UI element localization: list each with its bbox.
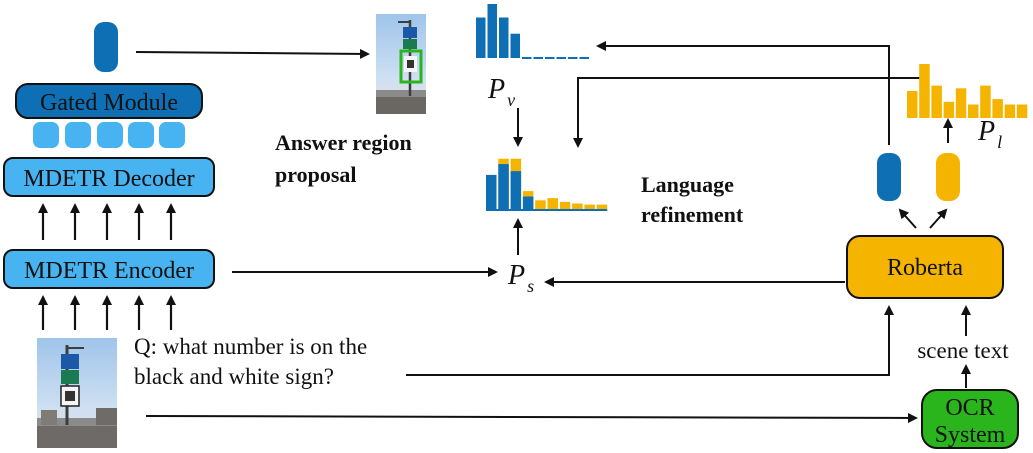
- mdetr-decoder-label: MDETR Decoder: [23, 166, 194, 192]
- ocr-label-line1: OCR: [945, 395, 994, 421]
- roberta-output-token-blue: [877, 153, 901, 201]
- encoder-to-decoder-arrows: [38, 203, 176, 240]
- ps-language-bar: [596, 204, 608, 210]
- pl-bar: [955, 88, 967, 118]
- decoder-output-token: [159, 122, 185, 148]
- pl-to-ps-arrow: [573, 77, 922, 148]
- ocr-system-box: [921, 389, 1019, 449]
- ps-visual-bar: [522, 196, 534, 210]
- ps-distribution: [486, 158, 608, 211]
- pl-bar: [919, 64, 930, 118]
- pl-bar: [1004, 104, 1016, 118]
- ps-visual-bar: [486, 174, 497, 210]
- roberta-label: Roberta: [887, 255, 963, 281]
- answer-region-image: [376, 14, 426, 114]
- roberta-output-token-yellow: [936, 153, 960, 201]
- answer-region-label-line2: proposal: [275, 162, 357, 187]
- image-to-ocr-arrow: [145, 412, 918, 423]
- pl-bar: [992, 99, 1003, 118]
- question-to-roberta-arrow: [406, 305, 894, 376]
- pl-bar: [980, 85, 991, 118]
- pl-bar: [907, 91, 918, 118]
- roberta-to-pv-arrow: [596, 41, 890, 145]
- pv-bar: [499, 17, 509, 58]
- pv-distribution: [476, 4, 589, 59]
- gated-module-box: [15, 83, 203, 119]
- ps-language-bar: [535, 200, 546, 210]
- pv-bar: [510, 33, 520, 58]
- ps-visual-bar: [498, 164, 509, 210]
- roberta-out-yellow-arrow: [929, 208, 948, 229]
- ocr-label-line2: System: [935, 422, 1006, 448]
- decoder-output-tokens: [33, 122, 185, 148]
- mdetr-encoder-label: MDETR Encoder: [24, 258, 194, 284]
- input-scene-image: [37, 338, 117, 448]
- ps-visual-bar: [510, 171, 522, 210]
- decoder-output-token: [97, 122, 123, 148]
- answer-region-highlight: [399, 49, 423, 84]
- question-text-line1: Q: what number is on the: [134, 334, 367, 359]
- gated-module-label: Gated Module: [40, 90, 178, 116]
- pl-bar: [968, 104, 979, 118]
- input-to-encoder-arrows: [38, 295, 176, 330]
- roberta-box: [846, 235, 1004, 299]
- ps-language-bar: [572, 203, 583, 210]
- token-to-region-arrow: [135, 48, 370, 59]
- roberta-out-blue-arrow: [898, 208, 917, 229]
- visual-feature-token: [94, 22, 118, 72]
- pv-bar: [487, 4, 497, 58]
- mdetr-encoder-box: [3, 249, 215, 289]
- pv-bar: [476, 17, 486, 58]
- pl-bar: [931, 85, 942, 118]
- answer-region-label-line1: Answer region: [275, 130, 412, 155]
- flow-connections: [135, 41, 971, 423]
- decoder-output-token: [65, 122, 91, 148]
- mdetr-decoder-box: [3, 157, 215, 197]
- ps-language-bar: [584, 204, 595, 210]
- language-refinement-label-line2: refinement: [641, 202, 744, 227]
- decoder-output-token: [33, 122, 59, 148]
- pl-bar: [1016, 104, 1028, 118]
- question-text-line2: black and white sign?: [134, 364, 334, 389]
- ps-language-bar: [547, 198, 558, 210]
- pl-distribution: [907, 64, 1028, 118]
- language-refinement-label-line1: Language: [641, 172, 734, 197]
- pl-bar: [943, 101, 955, 118]
- ps-language-bar: [559, 201, 571, 210]
- decoder-output-token: [128, 122, 154, 148]
- scene-text-label: scene text: [917, 338, 1009, 363]
